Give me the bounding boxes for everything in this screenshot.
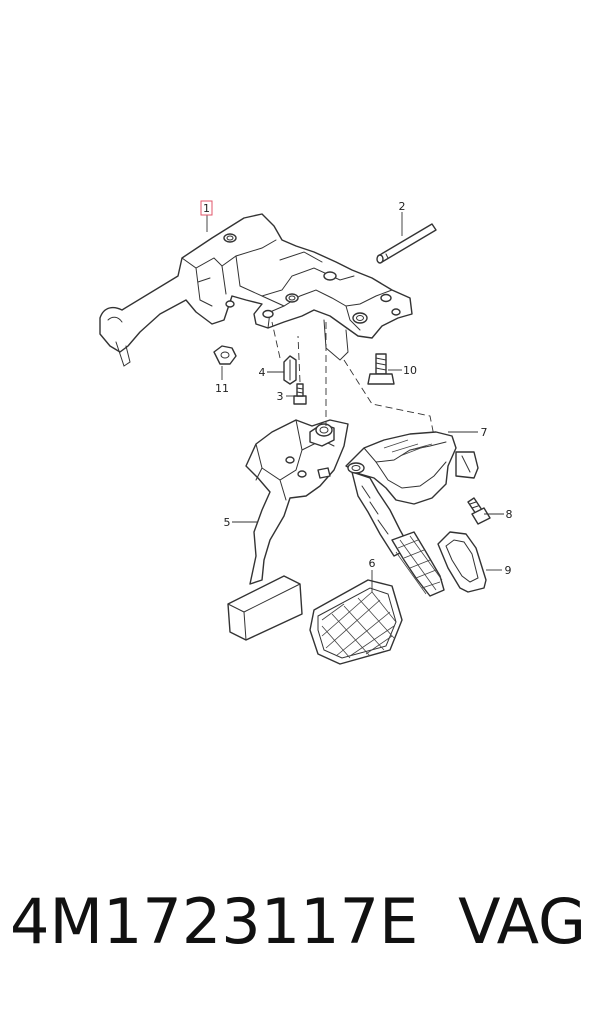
assembly-line-2 — [343, 359, 435, 437]
pedal-assembly-diagram: 1 2 3 4 5 6 7 8 9 10 11 — [99, 200, 513, 665]
callout-1[interactable]: 1 — [203, 202, 210, 215]
clip-part — [283, 355, 297, 385]
brake-pedal-part — [227, 419, 349, 641]
footer: 4M1723117E VAG — [0, 885, 600, 985]
callout-4[interactable]: 4 — [259, 366, 266, 379]
bolt-accelerator-part — [467, 497, 491, 525]
brake-pedal-pad-part — [309, 579, 403, 665]
callout-10[interactable]: 10 — [403, 364, 417, 377]
hex-nut-part — [213, 345, 237, 365]
callout-3[interactable]: 3 — [277, 390, 284, 403]
accelerator-pedal-part — [345, 431, 479, 597]
pedal-cover-part — [437, 531, 487, 593]
callout-2[interactable]: 2 — [399, 200, 406, 213]
brand-label: VAG — [458, 885, 586, 958]
callout-7[interactable]: 7 — [481, 426, 488, 439]
callout-6[interactable]: 6 — [369, 557, 376, 570]
assembly-line-3 — [271, 321, 281, 359]
assembly-line-4 — [297, 335, 301, 383]
part-number-label: 4M1723117E — [10, 885, 419, 958]
callout-5[interactable]: 5 — [224, 516, 231, 529]
callout-1-highlight-box — [200, 200, 213, 216]
bolt-large-part — [367, 353, 395, 385]
bolt-small-part — [293, 383, 307, 405]
callout-9[interactable]: 9 — [505, 564, 512, 577]
pivot-pin-part — [376, 223, 437, 264]
pedal-bracket-part — [99, 213, 413, 367]
callout-11[interactable]: 11 — [215, 382, 229, 395]
callout-8[interactable]: 8 — [506, 508, 513, 521]
